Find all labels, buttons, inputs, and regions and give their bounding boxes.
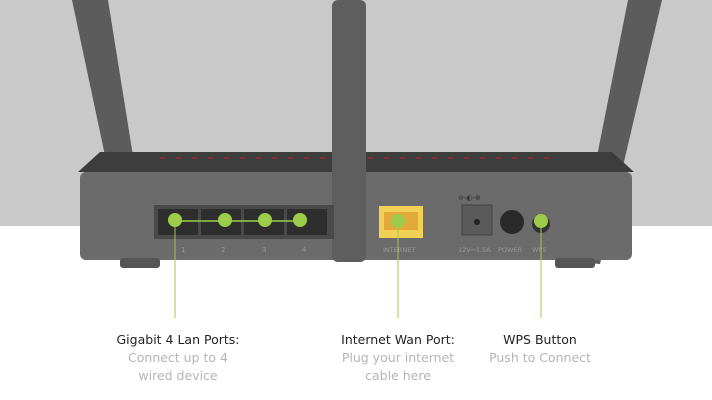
callout-text: Plug your internet bbox=[341, 350, 455, 365]
callout-text: Connect up to 4 bbox=[128, 350, 228, 365]
power-label: POWER bbox=[498, 246, 523, 254]
callout-text: wired device bbox=[138, 368, 218, 383]
callout-title: Gigabit 4 Lan Ports: bbox=[116, 332, 240, 347]
middle-antenna bbox=[332, 0, 366, 262]
callout-title: Internet Wan Port: bbox=[341, 332, 455, 347]
svg-text:⊖-◐-⊕: ⊖-◐-⊕ bbox=[458, 194, 481, 202]
wan-callout: Internet Wan Port: Plug your internet ca… bbox=[298, 331, 498, 385]
lan-port-4-label: 4 bbox=[302, 246, 307, 254]
internet-port-label: INTERNET bbox=[383, 246, 415, 254]
lan-callout: Gigabit 4 Lan Ports: Connect up to 4 wir… bbox=[78, 331, 278, 385]
lan-port-2-label: 2 bbox=[221, 246, 225, 254]
power-spec-label: 12V⎓1.5A bbox=[458, 246, 491, 254]
lan-port-3-label: 3 bbox=[262, 246, 266, 254]
callout-title: WPS Button bbox=[503, 332, 577, 347]
callout-text: Push to Connect bbox=[489, 350, 591, 365]
power-button bbox=[500, 210, 524, 234]
lan-ports: 1 2 3 4 bbox=[154, 205, 334, 254]
wps-label: WPS bbox=[532, 246, 546, 254]
callout-text: cable here bbox=[365, 368, 431, 383]
lan-port-1-label: 1 bbox=[181, 246, 185, 254]
wps-callout: WPS Button Push to Connect bbox=[440, 331, 640, 367]
